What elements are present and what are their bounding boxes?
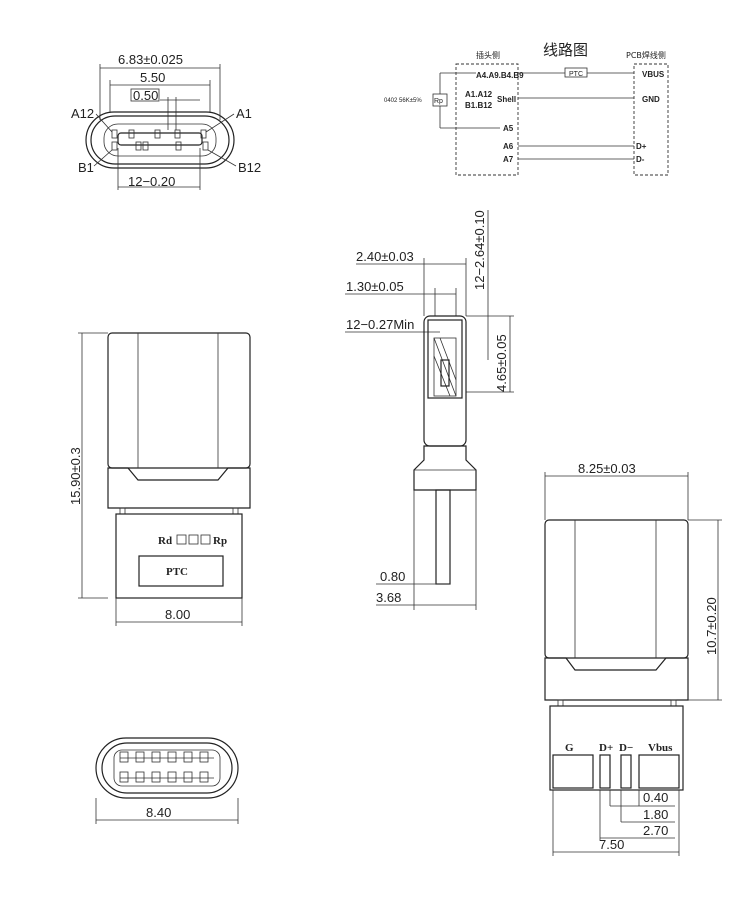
schematic-right-header: PCB焊线侧 (626, 50, 666, 60)
pins-shell-2: B1.B12 (465, 101, 493, 110)
label-pin-a1: A1 (236, 106, 252, 121)
dim-side-pin-spacing: 12−2.64±0.10 (472, 210, 487, 290)
label-a5: A5 (503, 124, 514, 133)
pad-label-dplus: D+ (599, 742, 613, 754)
label-rd: Rd (158, 535, 172, 547)
dim-side-tongue: 1.30±0.05 (346, 279, 404, 294)
label-dminus: D- (636, 155, 645, 164)
pins-shell-1: A1.A12 (465, 90, 493, 99)
label-shell: Shell (497, 95, 516, 104)
schematic-title: 线路图 (543, 41, 588, 59)
schematic: 线路图 插头侧 PCB焊线侧 A4.A9.B4.B9 PTC VBUS A1.A… (384, 41, 669, 176)
back-view: 8.25±0.03 10.7±0.20 G D+ D− Vbus 0.40 1.… (544, 461, 722, 856)
label-rp: Rp (213, 535, 227, 547)
label-pin-b1: B1 (78, 160, 94, 175)
dim-front-inner-width: 5.50 (140, 70, 165, 85)
label-dplus: D+ (636, 142, 647, 151)
side-view: 2.40±0.03 1.30±0.05 12−0.27Min 12−2.64±0… (345, 210, 514, 610)
pad-label-vbus: Vbus (648, 742, 673, 754)
dim-back-width: 8.25±0.03 (578, 461, 636, 476)
front-view: 6.83±0.025 5.50 0.50 A12 A1 B1 (71, 52, 261, 190)
top-view: 15.90±0.3 Rd Rp PTC 8.00 (68, 332, 251, 626)
label-vbus: VBUS (642, 70, 665, 79)
pad-label-dminus: D− (619, 742, 633, 754)
dim-back-270: 2.70 (643, 823, 668, 838)
dim-back-040: 0.40 (643, 790, 668, 805)
dim-top-height: 15.90±0.3 (68, 447, 83, 505)
label-gnd: GND (642, 95, 660, 104)
label-pin-a12: A12 (71, 106, 94, 121)
dim-back-180: 1.80 (643, 807, 668, 822)
dim-front-pitch: 0.50 (133, 88, 158, 103)
label-a7: A7 (503, 155, 514, 164)
rp-resistor: Rp (434, 98, 443, 105)
dim-front-width: 6.83±0.025 (118, 52, 183, 67)
dim-back-height: 10.7±0.20 (704, 597, 719, 655)
dim-side-width: 2.40±0.03 (356, 249, 414, 264)
label-a6: A6 (503, 142, 514, 151)
pins-vbus: A4.A9.B4.B9 (476, 71, 524, 80)
dim-side-depth: 4.65±0.05 (494, 334, 509, 392)
dim-side-lead: 0.80 (380, 569, 405, 584)
pad-label-g: G (565, 742, 574, 754)
resistor-note: 0402 56K±5% (384, 98, 422, 104)
schematic-left-header: 插头侧 (476, 50, 500, 60)
label-pin-b12: B12 (238, 160, 261, 175)
dim-side-pins-min: 12−0.27Min (346, 317, 414, 332)
dim-bottom-width: 8.40 (146, 805, 171, 820)
dim-side-lead-total: 3.68 (376, 590, 401, 605)
dim-back-750: 7.50 (599, 837, 624, 852)
bottom-view: 8.40 (95, 737, 239, 824)
dim-top-width: 8.00 (165, 607, 190, 622)
ptc-component: PTC (569, 71, 583, 78)
label-ptc: PTC (166, 566, 188, 578)
dim-front-pin-spec: 12−0.20 (128, 174, 175, 189)
